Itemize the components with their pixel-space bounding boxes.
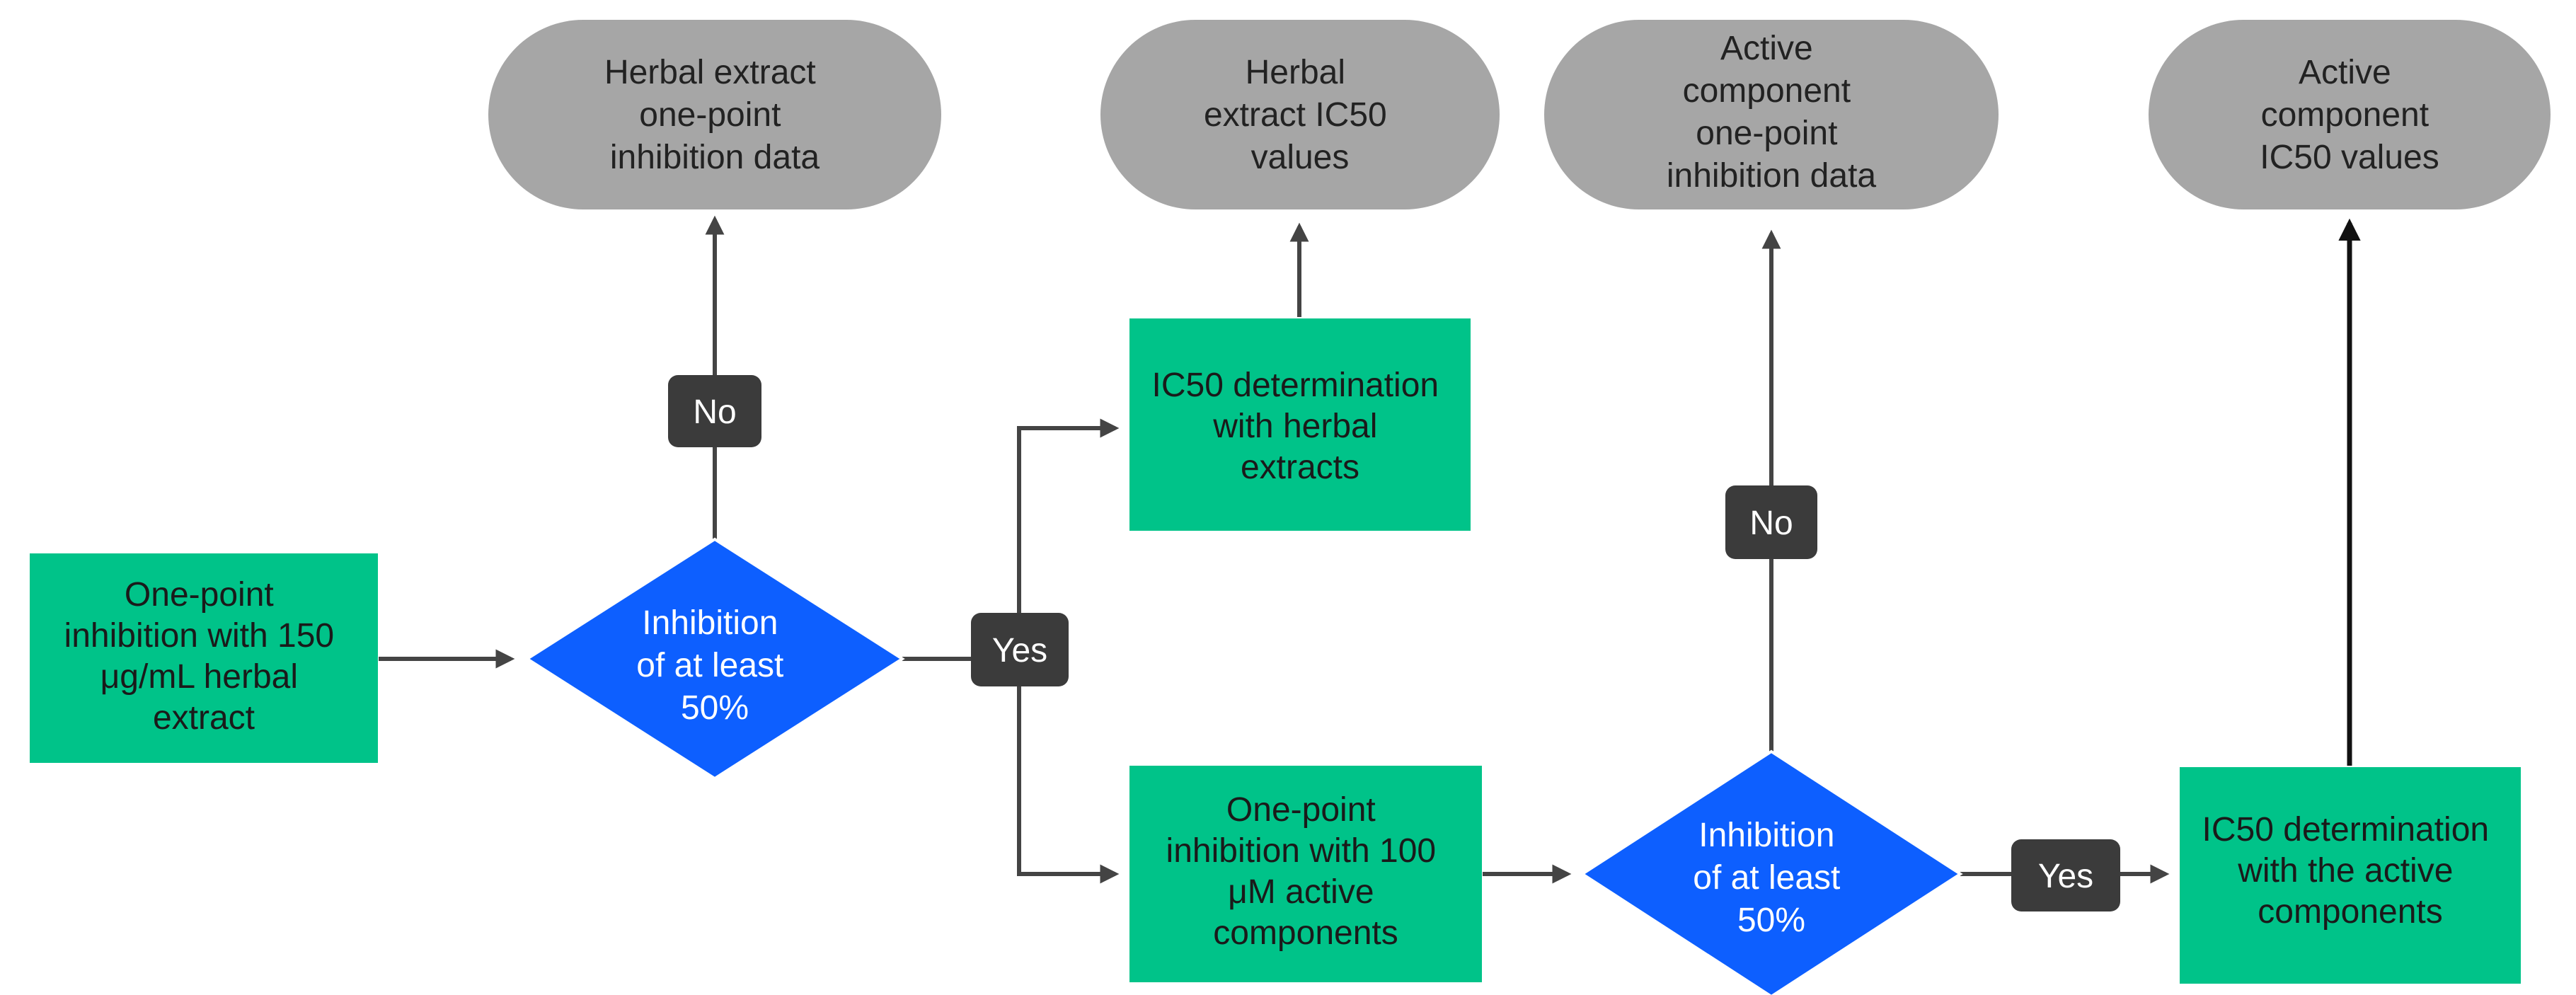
edge-label-yes-active: Yes	[2011, 839, 2120, 911]
edge-label-yes-herbal: Yes	[971, 613, 1069, 686]
process-onepoint-active: One-point inhibition with 100 μM active …	[1129, 766, 1482, 982]
svg-text:Yes: Yes	[992, 632, 1047, 669]
process-onepoint-herbal: One-point inhibition with 150 μg/mL herb…	[30, 553, 378, 763]
svg-text:Active component I: Active component IC50 values	[2260, 54, 2439, 176]
edge-label-no-herbal: No	[668, 375, 761, 447]
svg-text:IC50 determination with: IC50 determination with herbal extracts	[1152, 367, 1449, 486]
svg-text:Yes: Yes	[2038, 858, 2093, 895]
terminal-herbal-onepoint: Herbal extract one-point inhibition data	[488, 20, 941, 209]
decision-active-inhibition: Inhibition of at least 50%	[1580, 749, 1963, 995]
svg-text:Herbal extract IC50: Herbal extract IC50 values	[1204, 54, 1396, 176]
svg-text:One-point inhibition wit: One-point inhibition with 100 μM active …	[1166, 791, 1446, 952]
decision-herbal-inhibition: Inhibition of at least 50%	[524, 537, 905, 781]
svg-text:Active component o: Active component one-point inhibition da…	[1667, 30, 1877, 195]
terminal-active-onepoint: Active component one-point inhibition da…	[1544, 20, 1999, 209]
terminal-active-ic50: Active component IC50 values	[2149, 20, 2551, 209]
svg-text:Inhibition of at least: Inhibition of at least 50%	[636, 604, 793, 727]
process-ic50-active: IC50 determination with the active compo…	[2180, 767, 2521, 984]
svg-text:One-point inhibition wit: One-point inhibition with 150 μg/mL herb…	[64, 576, 344, 737]
svg-text:Herbal extract one-point: Herbal extract one-point inhibition data	[604, 54, 825, 176]
svg-text:Inhibition of at least: Inhibition of at least 50%	[1693, 817, 1849, 939]
svg-text:No: No	[1749, 505, 1793, 542]
edge-branch-to-ic50-herbal	[1017, 418, 1120, 659]
svg-text:IC50 determination with: IC50 determination with the active compo…	[2202, 811, 2499, 931]
edge-branch-to-onepoint-active	[1017, 659, 1120, 884]
edge-label-no-active: No	[1725, 485, 1817, 559]
process-ic50-herbal: IC50 determination with herbal extracts	[1129, 318, 1471, 531]
svg-text:No: No	[693, 393, 736, 431]
terminal-herbal-ic50: Herbal extract IC50 values	[1100, 20, 1500, 209]
